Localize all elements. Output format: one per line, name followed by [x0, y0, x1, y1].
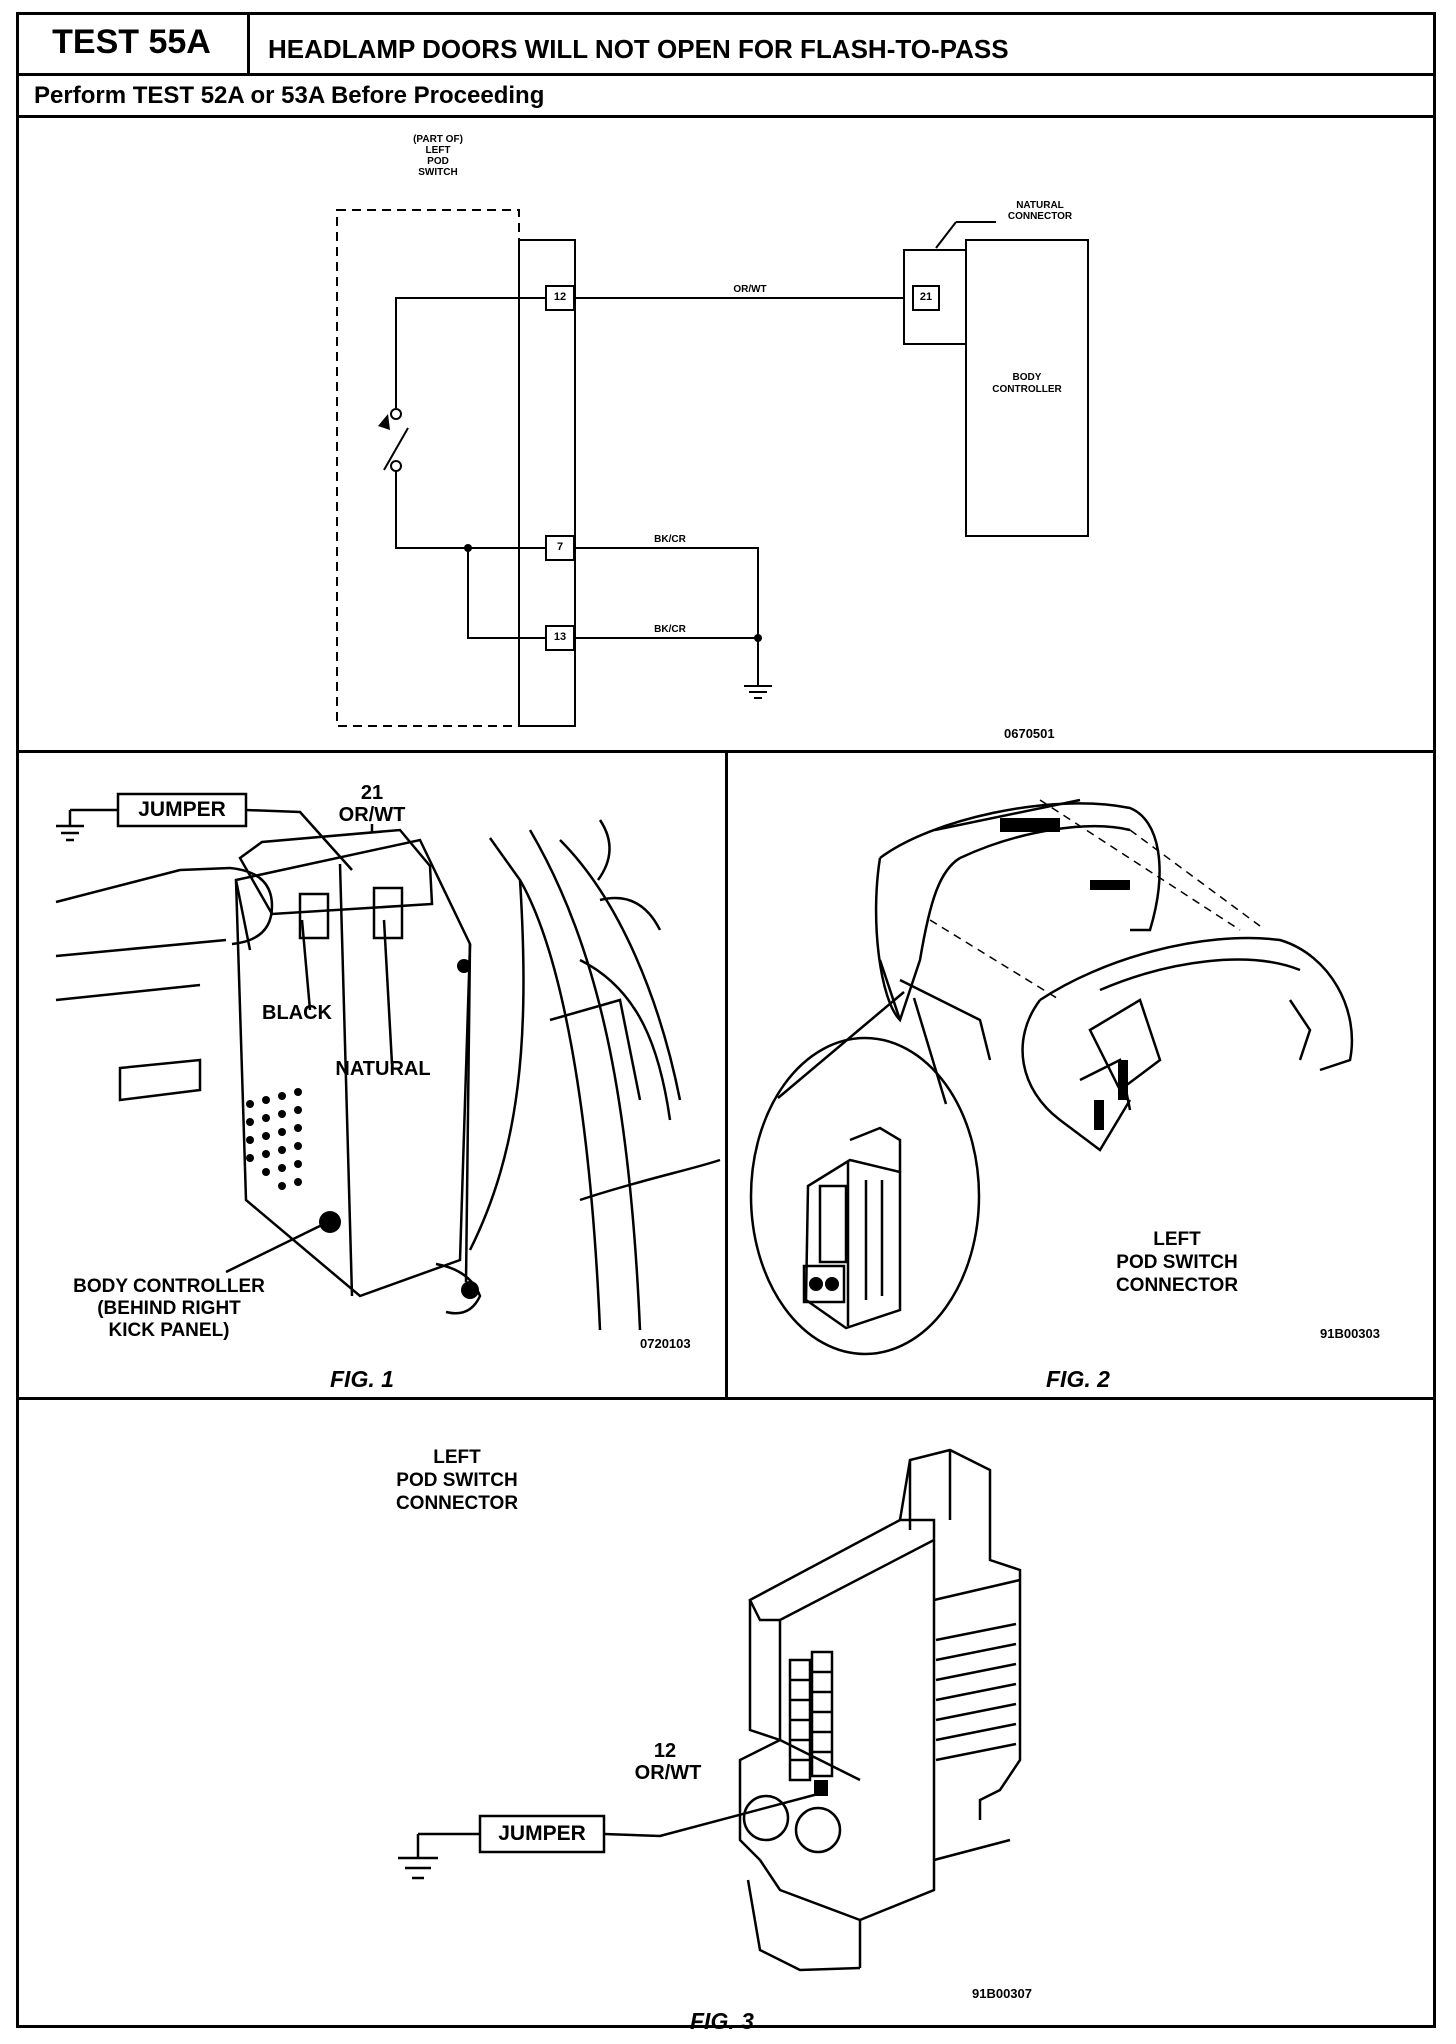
natural-connector-label: NATURAL CONNECTOR — [1007, 200, 1073, 222]
wire-bk-cr-2: BK/CR — [654, 624, 686, 635]
fig1-callout-pin: 21 — [360, 782, 384, 804]
pin-13: 13 — [553, 631, 567, 643]
page-frame — [16, 12, 1436, 2028]
divider-fig1-fig2 — [725, 750, 728, 1400]
fig3-caption: FIG. 3 — [690, 2008, 754, 2034]
fig3-jumper-label: JUMPER — [498, 1822, 586, 1845]
body-controller-label: BODY CONTROLLER — [992, 372, 1062, 395]
fig1-body-controller-label: BODY CONTROLLER (BEHIND RIGHT KICK PANEL… — [73, 1276, 265, 1341]
fig2-caption: FIG. 2 — [1046, 1366, 1110, 1392]
pin-12: 12 — [553, 291, 567, 303]
fig2-connector-label: LEFT POD SWITCH CONNECTOR — [1115, 1229, 1239, 1296]
fig3-code: 91B00307 — [972, 1986, 1032, 2001]
wire-bk-cr-1: BK/CR — [654, 534, 686, 545]
prerequisite-row: Perform TEST 52A or 53A Before Proceedin… — [16, 76, 1436, 118]
test-title: HEADLAMP DOORS WILL NOT OPEN FOR FLASH-T… — [268, 34, 1009, 64]
fig2-code: 91B00303 — [1320, 1326, 1380, 1341]
fig3-callout-wire: OR/WT — [634, 1762, 702, 1784]
fig1-black-label: BLACK — [262, 1002, 332, 1024]
schematic-code: 0670501 — [1004, 726, 1055, 741]
pod-switch-label: (PART OF) LEFT POD SWITCH — [413, 134, 463, 178]
header-row: TEST 55A HEADLAMP DOORS WILL NOT OPEN FO… — [16, 12, 1436, 76]
pin-7: 7 — [556, 541, 564, 553]
test-id: TEST 55A — [16, 12, 250, 73]
pin-21: 21 — [919, 291, 933, 303]
fig3-connector-label: LEFT POD SWITCH CONNECTOR — [395, 1447, 519, 1514]
fig1-natural-label: NATURAL — [335, 1058, 431, 1080]
fig1-caption: FIG. 1 — [330, 1366, 394, 1392]
fig3-callout-pin: 12 — [653, 1740, 677, 1762]
wire-or-wt: OR/WT — [733, 284, 767, 295]
prerequisite-text: Perform TEST 52A or 53A Before Proceedin… — [34, 82, 545, 109]
fig1-callout-wire: OR/WT — [338, 804, 406, 826]
fig1-jumper-label: JUMPER — [138, 798, 226, 821]
fig1-code: 0720103 — [640, 1336, 691, 1351]
